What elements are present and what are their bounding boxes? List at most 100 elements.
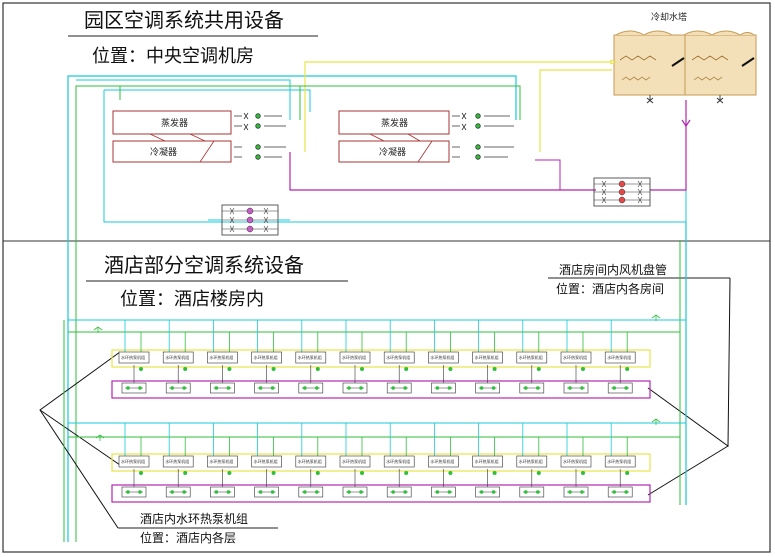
heat-pump-unit: 水环热泵机组 — [604, 320, 636, 383]
fan-coil-unit — [475, 382, 500, 394]
fan-coil-unit — [121, 382, 147, 394]
heat-pump-unit-label: 水环热泵机组 — [298, 458, 322, 464]
campus-piping — [67, 59, 691, 542]
campus-location: 位置：中央空调机房 — [92, 46, 254, 67]
fan-coil-unit — [386, 486, 412, 498]
heat-pump-unit: 水环热泵机组 — [428, 423, 459, 487]
fan-coil-unit — [563, 382, 589, 394]
heat-pump-unit-label: 水环热泵机组 — [475, 354, 499, 360]
fan-coil-unit — [342, 486, 368, 498]
heat-pump-unit-label: 水环热泵机组 — [254, 354, 278, 360]
fan-coil-unit — [342, 382, 368, 394]
heat-pump-unit-label: 水环热泵机组 — [386, 354, 410, 360]
heat-pump-unit: 水环热泵机组 — [516, 320, 548, 383]
heat-pump-unit-label: 水环热泵机组 — [165, 354, 189, 360]
heat-pump-unit: 水环热泵机组 — [162, 320, 194, 383]
fan-coil-unit — [607, 382, 633, 394]
cooling-water-pump-group — [593, 177, 651, 207]
fan-coil-unit — [607, 486, 633, 498]
evaporator-2-label: 蒸发器 — [381, 117, 408, 129]
campus-title: 园区空调系统共用设备 — [84, 8, 284, 32]
evaporator-2 — [338, 110, 450, 135]
heat-pump-unit: 水环热泵机组 — [604, 423, 636, 487]
condenser-1 — [112, 140, 232, 163]
heat-pump-unit: 水环热泵机组 — [207, 320, 238, 383]
heat-pump-unit: 水环热泵机组 — [251, 320, 282, 383]
heat-pump-unit-label: 水环热泵机组 — [430, 354, 454, 360]
fan-coil-unit — [563, 486, 589, 498]
heat-pump-unit: 水环热泵机组 — [472, 320, 503, 383]
heat-pump-unit-label: 水环热泵机组 — [121, 354, 145, 360]
fan-coil-title: 酒店房间内风机盘管 — [559, 262, 667, 277]
evaporator-1-label: 蒸发器 — [161, 117, 188, 129]
evaporator-1 — [112, 110, 232, 135]
heat-pump-unit: 水环热泵机组 — [383, 320, 415, 383]
heat-pump-unit-label: 水环热泵机组 — [298, 354, 322, 360]
floor1-fan-coil-row — [111, 380, 651, 399]
heat-pump-unit: 水环热泵机组 — [295, 423, 327, 487]
chiller-2: 蒸发器 冷凝器 — [338, 110, 514, 163]
heat-pump-unit-label: 水环热泵机组 — [386, 458, 410, 464]
heat-pump-unit: 水环热泵机组 — [516, 423, 548, 487]
condenser-2-label: 冷凝器 — [379, 146, 406, 158]
floor2-fan-coil-row — [111, 484, 651, 503]
heat-pump-unit: 水环热泵机组 — [295, 320, 327, 383]
floor2-units: 水环热泵机组 水环热泵机组 水环热泵机组 水环热泵机组 水环热泵机组 水环热泵机组 水环热泵… — [118, 423, 636, 498]
fan-coil-unit — [210, 486, 235, 498]
fan-coil-unit — [121, 486, 147, 498]
heat-pump-unit: 水环热泵机组 — [472, 423, 503, 487]
heat-pump-unit: 水环热泵机组 — [162, 423, 194, 487]
condenser-1-label: 冷凝器 — [150, 146, 177, 158]
heat-pump-unit-label: 水环热泵机组 — [209, 458, 233, 464]
hotel-risers — [63, 222, 687, 542]
hotel-location: 位置：酒店楼房内 — [120, 289, 264, 310]
fan-coil-unit — [475, 486, 500, 498]
heat-pump-unit-label: 水环热泵机组 — [254, 458, 278, 464]
heat-pump-unit-label: 水环热泵机组 — [165, 458, 189, 464]
heat-pump-unit-label: 水环热泵机组 — [563, 354, 587, 360]
fan-coil-unit — [386, 382, 412, 394]
chilled-water-pump-group — [208, 204, 290, 236]
heat-pump-unit-label: 水环热泵机组 — [607, 354, 631, 360]
heat-pump-unit: 水环热泵机组 — [428, 320, 459, 383]
heat-pump-unit: 水环热泵机组 — [560, 423, 592, 487]
fan-coil-unit — [165, 486, 191, 498]
heat-pump-unit-label: 水环热泵机组 — [430, 458, 454, 464]
heat-pump-unit: 水环热泵机组 — [251, 423, 282, 487]
floor1-heat-pump-row — [111, 349, 651, 368]
fan-coil-unit — [519, 486, 545, 498]
hotel-title: 酒店部分空调系统设备 — [104, 253, 304, 277]
heat-pump-unit-label: 水环热泵机组 — [342, 354, 366, 360]
fan-coil-unit — [431, 486, 456, 498]
fan-coil-unit — [298, 486, 324, 498]
heat-pump-unit: 水环热泵机组 — [207, 423, 238, 487]
fan-coil-unit — [298, 382, 324, 394]
heat-pump-unit: 水环热泵机组 — [339, 423, 371, 487]
floor1-units: 水环热泵机组 水环热泵机组 水环热泵机组 水环热泵机组 水环热泵机组 水环热泵机组 水环热泵… — [118, 320, 636, 394]
heat-pump-unit: 水环热泵机组 — [560, 320, 592, 383]
fan-coil-unit — [210, 382, 235, 394]
heat-pump-unit: 水环热泵机组 — [118, 320, 150, 383]
fan-coil-location: 位置：酒店内各房间 — [556, 281, 664, 296]
heat-pump-unit-label: 水环热泵机组 — [563, 458, 587, 464]
heat-pump-unit-label: 水环热泵机组 — [121, 458, 145, 464]
cooling-tower-label: 冷却水塔 — [651, 11, 687, 23]
heat-pump-unit-label: 水环热泵机组 — [342, 458, 366, 464]
cooling-tower — [613, 30, 757, 104]
heat-pump-unit: 水环热泵机组 — [118, 423, 150, 487]
heat-pump-location: 位置：酒店内各层 — [140, 530, 236, 545]
heat-pump-unit-label: 水环热泵机组 — [607, 458, 631, 464]
chiller-1: 蒸发器 冷凝器 — [112, 110, 286, 163]
heat-pump-unit: 水环热泵机组 — [383, 423, 415, 487]
heat-pump-title: 酒店内水环热泵机组 — [140, 512, 248, 526]
fan-coil-unit — [254, 486, 279, 498]
fan-coil-unit — [431, 382, 456, 394]
heat-pump-unit: 水环热泵机组 — [339, 320, 371, 383]
heat-pump-unit-label: 水环热泵机组 — [475, 458, 499, 464]
heat-pump-unit-label: 水环热泵机组 — [519, 458, 543, 464]
heat-pump-unit-label: 水环热泵机组 — [519, 354, 543, 360]
heat-pump-unit-label: 水环热泵机组 — [209, 354, 233, 360]
floor2-heat-pump-row — [111, 453, 651, 472]
